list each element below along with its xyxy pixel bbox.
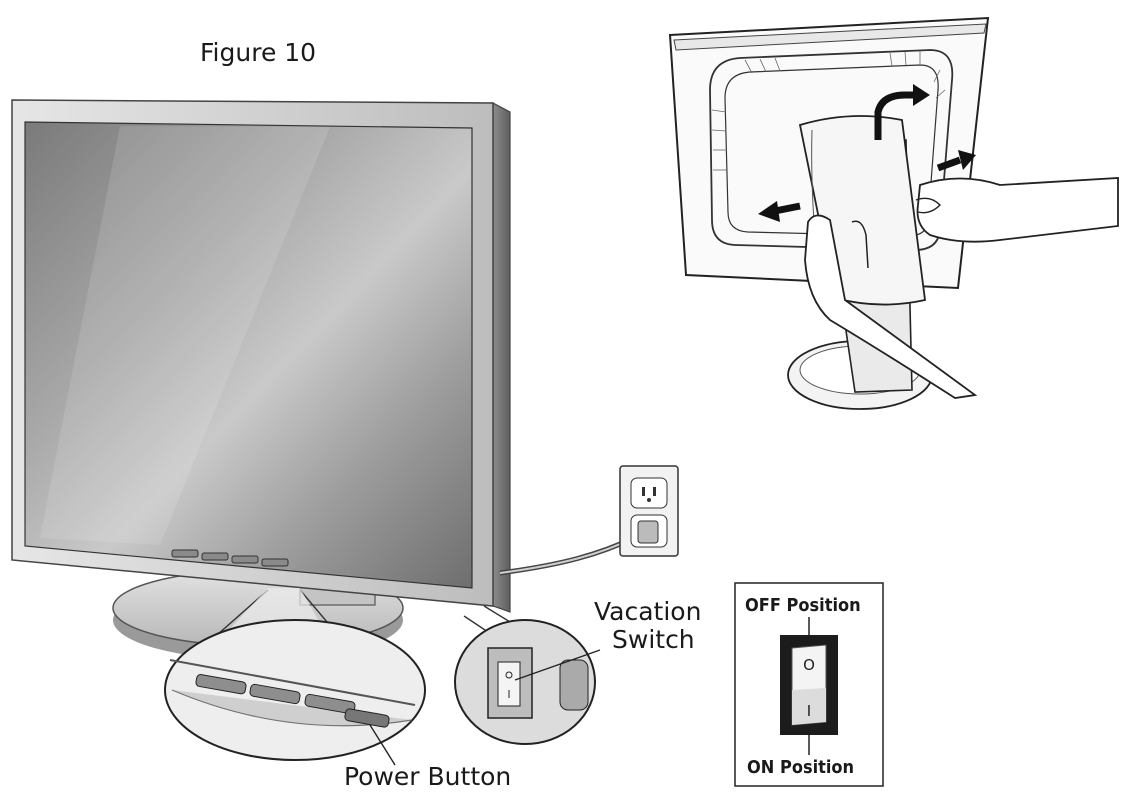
pull-right-arrow [936,156,962,172]
recess-hatching [711,51,946,171]
switch-legend: O I [734,582,884,787]
wall-outlet [619,465,679,557]
off-symbol: O [803,656,815,674]
power-cable [499,532,642,576]
monitor-screen [24,121,473,589]
rear-monitor [668,16,1119,410]
plug [637,520,659,544]
on-symbol: I [807,702,811,720]
power-cable-highlight [499,534,641,574]
vacation-switch-label-line2: Switch [612,625,695,654]
lift-arrow [874,91,915,140]
left-hand [804,214,978,399]
power-button-label: Power Button [344,762,512,791]
power-button-magnifier [164,588,426,766]
pull-left-arrow [774,202,801,215]
figure-title: Figure 10 [200,38,317,67]
vacation-switch-label-line1: Vacation [594,597,702,626]
on-position-label: ON Position [747,757,855,778]
right-hand [916,177,1119,243]
vacation-switch-magnifier [454,605,601,745]
vacation-switch [497,661,521,707]
monitor-side [492,102,511,613]
front-monitor [11,99,511,660]
vacation-switch-leader [514,649,601,681]
power-button-leader [369,724,396,766]
front-button-strip [171,549,289,567]
screen-reflection [40,126,330,545]
power-button [344,708,390,728]
off-position-label: OFF Position [745,595,861,616]
